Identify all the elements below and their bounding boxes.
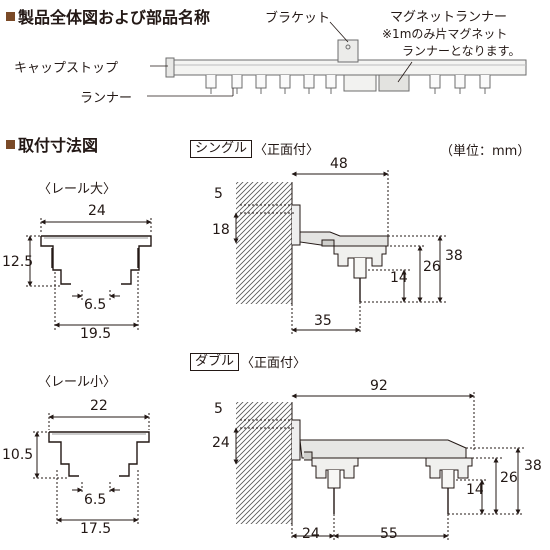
single-dim-26: 26 — [423, 259, 441, 275]
rail-small-dim-slot: 6.5 — [84, 492, 107, 508]
double-dim-92: 92 — [370, 378, 388, 394]
rail-large-title: 〈レール大〉 — [38, 182, 117, 197]
double-dim-26: 26 — [500, 470, 518, 486]
product-overview — [147, 21, 527, 97]
single-dim-38: 38 — [445, 248, 463, 264]
single-dim-5: 5 — [214, 186, 223, 202]
section-dimension-heading: 取付寸法図 — [6, 132, 98, 156]
label-magnet-note-2: ランナーとなります。 — [402, 44, 521, 58]
double-dim-14: 14 — [466, 482, 484, 498]
magnet-runner-part — [378, 74, 410, 92]
runners — [205, 75, 491, 94]
rail-small-title: 〈レール小〉 — [38, 375, 117, 390]
rail-small-section — [33, 413, 150, 525]
section-dimension-title: 取付寸法図 — [18, 136, 99, 155]
single-title: シングル 〈正面付〉 — [190, 139, 319, 158]
label-cap-stop: キャップストップ — [14, 61, 119, 76]
wall-double — [236, 402, 292, 524]
single-dim-48: 48 — [330, 156, 348, 172]
unit-label: （単位：mm） — [440, 144, 531, 159]
rail-large-dim-height: 12.5 — [2, 254, 34, 270]
single-sub: 〈正面付〉 — [254, 143, 320, 158]
double-installation — [233, 392, 524, 540]
label-magnet-note-1: ※1mのみ片マグネット — [382, 27, 508, 41]
section-product-heading: 製品全体図および部品名称 — [6, 4, 210, 28]
double-label-box: ダブル — [190, 352, 240, 371]
rail-small-dim-height: 10.5 — [2, 447, 34, 463]
rail-large-profile — [40, 235, 152, 285]
section-product-title: 製品全体図および部品名称 — [18, 8, 211, 27]
cap-stop — [165, 57, 175, 78]
single-dim-35: 35 — [314, 313, 332, 329]
double-dim-38: 38 — [524, 458, 542, 474]
double-dim-24b: 24 — [302, 526, 320, 542]
wall-single — [236, 182, 292, 304]
double-dim-55: 55 — [380, 526, 398, 542]
heading-square-icon — [6, 11, 15, 21]
double-dim-5: 5 — [214, 401, 223, 417]
double-title: ダブル 〈正面付〉 — [190, 352, 306, 371]
label-runner: ランナー — [80, 91, 133, 106]
rail-large-dim-top: 24 — [88, 203, 106, 219]
label-bracket: ブラケット — [265, 11, 331, 26]
rail-large-dim-slot: 6.5 — [84, 297, 107, 313]
rail-large-dim-bottom: 19.5 — [80, 326, 112, 342]
rail-small-profile — [48, 431, 150, 477]
single-label-box: シングル — [190, 139, 253, 158]
single-dim-18: 18 — [212, 222, 230, 238]
rail-small-dim-bottom: 17.5 — [80, 521, 112, 537]
single-dim-14: 14 — [390, 270, 408, 286]
single-installation — [233, 170, 446, 334]
rail-large-section — [26, 218, 152, 330]
label-magnet-runner: マグネットランナー — [390, 10, 508, 25]
double-sub: 〈正面付〉 — [241, 356, 307, 371]
bracket-part — [337, 39, 359, 63]
rail-small-dim-top: 22 — [90, 398, 108, 414]
heading-square-icon — [6, 139, 15, 149]
double-dim-24: 24 — [212, 435, 230, 451]
